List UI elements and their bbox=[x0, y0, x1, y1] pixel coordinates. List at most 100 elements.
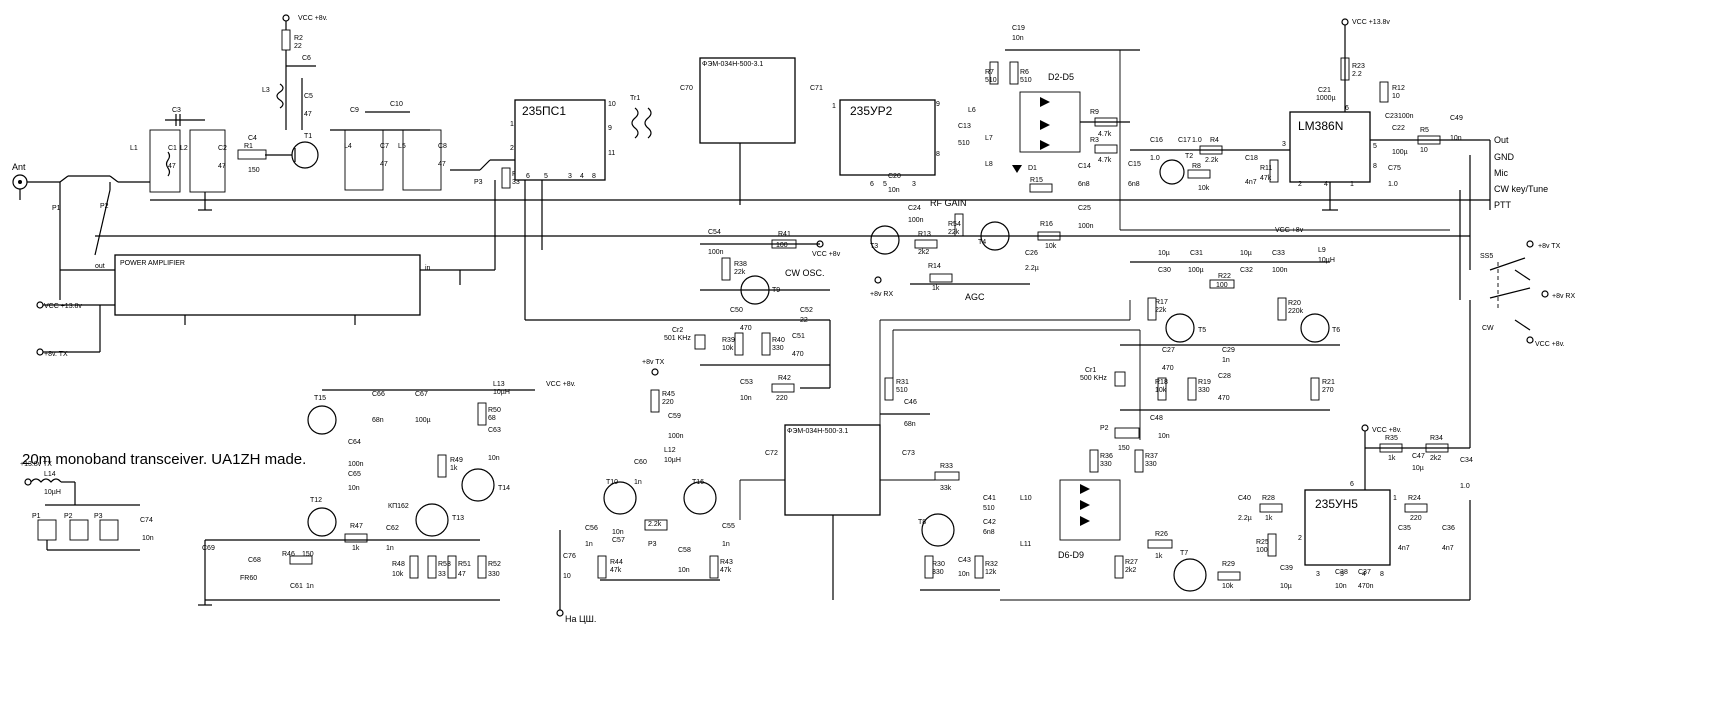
svg-text:R23: R23 bbox=[1352, 63, 1365, 70]
svg-text:33: 33 bbox=[438, 571, 446, 578]
svg-text:1: 1 bbox=[832, 103, 836, 110]
svg-text:2k2: 2k2 bbox=[1430, 455, 1441, 462]
svg-text:10k: 10k bbox=[722, 345, 734, 352]
svg-text:1n: 1n bbox=[1222, 357, 1230, 364]
svg-text:1k: 1k bbox=[1265, 515, 1273, 522]
svg-text:T8: T8 bbox=[918, 519, 926, 526]
svg-text:C21: C21 bbox=[1318, 87, 1331, 94]
svg-text:100n: 100n bbox=[708, 249, 724, 256]
svg-text:22k: 22k bbox=[1155, 307, 1167, 314]
svg-text:+8v RX: +8v RX bbox=[870, 291, 893, 298]
svg-text:C62: C62 bbox=[386, 525, 399, 532]
svg-text:VCC +8v: VCC +8v bbox=[812, 251, 841, 258]
svg-text:C41: C41 bbox=[983, 495, 996, 502]
svg-text:3: 3 bbox=[912, 181, 916, 188]
svg-text:C5: C5 bbox=[304, 93, 313, 100]
svg-text:5: 5 bbox=[883, 181, 887, 188]
svg-text:C30: C30 bbox=[1158, 267, 1171, 274]
svg-text:22k: 22k bbox=[734, 269, 746, 276]
svg-text:10n: 10n bbox=[1158, 433, 1170, 440]
svg-text:2.2µ: 2.2µ bbox=[1025, 265, 1039, 272]
relay-contacts-p1-p2: P1 P2 bbox=[52, 175, 150, 300]
svg-text:47: 47 bbox=[438, 161, 446, 168]
svg-text:1k: 1k bbox=[1388, 455, 1396, 462]
svg-text:C74: C74 bbox=[140, 517, 153, 524]
svg-text:R6: R6 bbox=[1020, 69, 1029, 76]
svg-text:R11: R11 bbox=[1260, 165, 1272, 172]
svg-text:1k: 1k bbox=[932, 285, 940, 292]
gnd-label: GND bbox=[1494, 152, 1515, 162]
svg-text:T15: T15 bbox=[314, 395, 326, 402]
pa-label: POWER AMPLIFIER bbox=[120, 260, 185, 267]
svg-text:КП162: КП162 bbox=[388, 503, 409, 510]
svg-text:3: 3 bbox=[1282, 141, 1286, 148]
svg-text:47: 47 bbox=[304, 111, 312, 118]
svg-text:C8: C8 bbox=[438, 143, 447, 150]
mic-label: Mic bbox=[1494, 168, 1508, 178]
svg-text:L2: L2 bbox=[180, 145, 188, 152]
svg-text:10n: 10n bbox=[142, 535, 154, 542]
svg-text:R18: R18 bbox=[1155, 379, 1168, 386]
svg-text:C61: C61 bbox=[290, 583, 303, 590]
svg-text:R38: R38 bbox=[734, 261, 747, 268]
svg-text:R15: R15 bbox=[1030, 177, 1043, 184]
svg-text:C53: C53 bbox=[740, 379, 753, 386]
svg-text:100n: 100n bbox=[1398, 113, 1414, 120]
svg-text:R45: R45 bbox=[662, 391, 675, 398]
svg-text:1n: 1n bbox=[585, 541, 593, 548]
svg-text:C49: C49 bbox=[1450, 115, 1463, 122]
svg-text:1n: 1n bbox=[722, 541, 730, 548]
svg-text:10µH: 10µH bbox=[44, 489, 61, 496]
svg-text:2: 2 bbox=[510, 145, 514, 152]
svg-text:R46: R46 bbox=[282, 551, 295, 558]
svg-text:68: 68 bbox=[488, 415, 496, 422]
svg-text:10n: 10n bbox=[888, 187, 900, 194]
svg-text:330: 330 bbox=[772, 345, 784, 352]
svg-text:C64: C64 bbox=[348, 439, 361, 446]
svg-text:C73: C73 bbox=[902, 450, 915, 457]
svg-text:150: 150 bbox=[248, 167, 260, 174]
svg-text:22: 22 bbox=[294, 43, 302, 50]
svg-text:C58: C58 bbox=[678, 547, 691, 554]
svg-text:6: 6 bbox=[1350, 481, 1354, 488]
svg-text:C13: C13 bbox=[958, 123, 971, 130]
svg-text:C27: C27 bbox=[1162, 347, 1175, 354]
svg-text:P3: P3 bbox=[474, 179, 483, 186]
fr60-label: FR60 bbox=[240, 575, 257, 582]
svg-text:220: 220 bbox=[662, 399, 674, 406]
svg-text:C1: C1 bbox=[168, 145, 177, 152]
svg-text:100: 100 bbox=[776, 242, 788, 249]
svg-text:R34: R34 bbox=[1430, 435, 1443, 442]
svg-text:4: 4 bbox=[1362, 571, 1366, 578]
svg-text:100n: 100n bbox=[668, 433, 684, 440]
svg-text:100: 100 bbox=[1216, 282, 1228, 289]
svg-text:68n: 68n bbox=[372, 417, 384, 424]
d6-d9-label: D6-D9 bbox=[1058, 550, 1084, 560]
svg-text:C10: C10 bbox=[390, 101, 403, 108]
svg-text:3: 3 bbox=[568, 173, 572, 180]
svg-text:+8v TX: +8v TX bbox=[1538, 243, 1561, 250]
svg-text:VCC +8v.: VCC +8v. bbox=[1535, 341, 1565, 348]
svg-text:T7: T7 bbox=[1180, 550, 1188, 557]
svg-text:T5: T5 bbox=[1198, 327, 1206, 334]
svg-text:10n: 10n bbox=[348, 485, 360, 492]
svg-text:C43: C43 bbox=[958, 557, 971, 564]
svg-text:T2: T2 bbox=[1185, 153, 1193, 160]
ptt-label: PTT bbox=[1494, 200, 1512, 210]
svg-text:3: 3 bbox=[1316, 571, 1320, 578]
svg-text:10µ: 10µ bbox=[1158, 250, 1170, 257]
svg-text:510: 510 bbox=[896, 387, 908, 394]
svg-text:R22: R22 bbox=[1218, 273, 1231, 280]
svg-text:270: 270 bbox=[1322, 387, 1334, 394]
svg-text:150: 150 bbox=[1118, 445, 1130, 452]
svg-text:C18: C18 bbox=[1245, 155, 1258, 162]
svg-text:C25: C25 bbox=[1078, 205, 1091, 212]
svg-text:C59: C59 bbox=[668, 413, 681, 420]
